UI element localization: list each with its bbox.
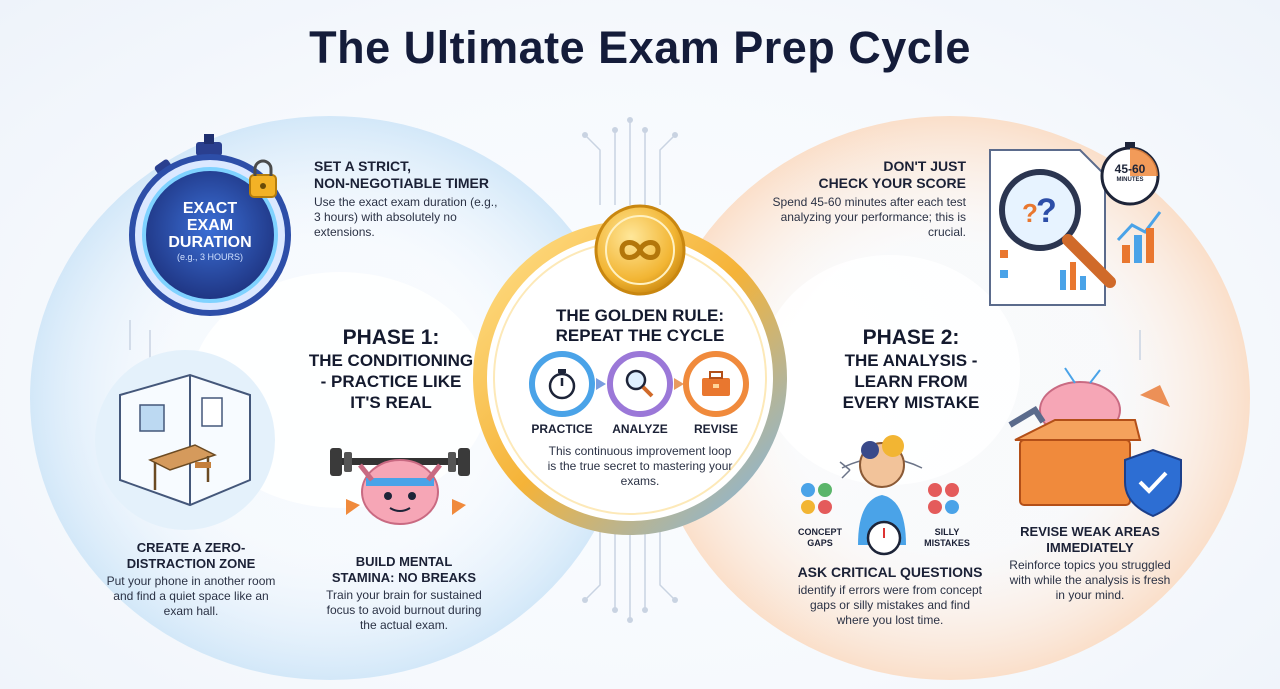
timer-heading-line1: SET A STRICT, [314, 158, 411, 174]
report-magnifier-icon: ? ? [989, 149, 1162, 306]
page-title: The Ultimate Exam Prep Cycle [309, 22, 971, 73]
phase2-line2: THE ANALYSIS - [844, 351, 978, 370]
revise-heading-line1: REVISE WEAK AREAS [1020, 524, 1160, 539]
zone-block: CREATE A ZERO- DISTRACTION ZONE Put your… [96, 540, 286, 619]
zone-heading-line2: DISTRACTION ZONE [126, 556, 256, 571]
magnifier-icon [607, 351, 673, 417]
toolbox-brain-icon [1008, 367, 1142, 506]
weightlifting-brain-icon [330, 448, 470, 525]
clock-icon [1100, 142, 1160, 206]
phase2-line1: PHASE 2: [862, 326, 960, 349]
clock-line1: 45-60 [1114, 162, 1146, 176]
concept-gaps-line1: CONCEPT [797, 527, 842, 537]
timer-face: EXACT EXAM DURATION (e.g., 3 HOURS) [158, 200, 262, 263]
timer-text: Use the exact exam duration (e.g., 3 hou… [314, 195, 498, 239]
silly-mistakes-line1: SILLY [934, 527, 960, 537]
phase2-line4: EVERY MISTAKE [842, 393, 980, 412]
revise-block: REVISE WEAK AREAS IMMEDIATELY Reinforce … [1000, 524, 1180, 603]
stamina-block: BUILD MENTAL STAMINA: NO BREAKS Train yo… [312, 554, 496, 633]
step-practice-label: PRACTICE [531, 422, 593, 436]
questions-text: identify if errors were from concept gap… [797, 583, 983, 627]
room-icon [95, 350, 275, 530]
phase1-line3: - PRACTICE LIKE [320, 372, 462, 391]
score-heading-line1: DON'T JUST [883, 158, 966, 174]
revise-text: Reinforce topics you struggled with whil… [1009, 558, 1171, 602]
phase1-line2: THE CONDITIONING [308, 351, 474, 370]
stamina-heading-line1: BUILD MENTAL [355, 554, 453, 569]
revise-heading-line2: IMMEDIATELY [1046, 540, 1134, 555]
golden-rule-title: THE GOLDEN RULE: REPEAT THE CYCLE [520, 306, 760, 346]
score-block: DON'T JUST CHECK YOUR SCORE Spend 45-60 … [770, 158, 966, 240]
questions-block: ASK CRITICAL QUESTIONS identify if error… [780, 564, 1000, 628]
stopwatch-icon [129, 134, 291, 316]
phase1-line1: PHASE 1: [342, 326, 440, 349]
phase1-line4: IT'S REAL [350, 393, 432, 412]
svg-text:?: ? [1036, 192, 1057, 230]
score-heading-line2: CHECK YOUR SCORE [818, 175, 966, 191]
clock-label: 45-60 MINUTES [1104, 163, 1156, 184]
questions-heading: ASK CRITICAL QUESTIONS [797, 564, 983, 580]
golden-heading-line1: THE GOLDEN RULE: [555, 306, 725, 325]
clock-line2: MINUTES [1116, 177, 1144, 183]
shield-check-icon [1124, 448, 1182, 518]
zone-heading-line1: CREATE A ZERO- [136, 540, 246, 555]
stopwatch-small-icon [529, 351, 595, 417]
concept-gaps-label: CONCEPT GAPS [790, 527, 850, 549]
timer-heading-line2: NON-NEGOTIABLE TIMER [314, 175, 489, 191]
svg-text:?: ? [1022, 198, 1038, 228]
timer-face-line2: EXAM [186, 217, 234, 234]
infinity-coin-icon [594, 204, 686, 296]
stamina-text: Train your brain for sustained focus to … [326, 588, 482, 632]
phase1-title: PHASE 1: THE CONDITIONING - PRACTICE LIK… [296, 325, 486, 413]
concept-gaps-line2: GAPS [807, 538, 833, 548]
golden-text: This continuous improvement loop is the … [547, 444, 733, 488]
zone-text: Put your phone in another room and find … [106, 574, 276, 618]
step-analyze-label: ANALYZE [612, 422, 668, 436]
phase2-line3: LEARN FROM [854, 372, 968, 391]
person-gears-icon [801, 435, 959, 556]
silly-mistakes-label: SILLY MISTAKES [915, 527, 979, 549]
score-text: Spend 45-60 minutes after each test anal… [772, 195, 966, 239]
timer-face-line3: DURATION [168, 234, 252, 251]
step-revise-label: REVISE [693, 422, 738, 436]
lock-icon [249, 159, 277, 198]
silly-mistakes-line2: MISTAKES [924, 538, 970, 548]
timer-face-line1: EXACT [182, 200, 238, 217]
timer-face-sub: (e.g., 3 HOURS) [176, 252, 243, 262]
stamina-heading-line2: STAMINA: NO BREAKS [331, 570, 477, 585]
phase2-title: PHASE 2: THE ANALYSIS - LEARN FROM EVERY… [806, 325, 1016, 413]
toolbox-icon [683, 351, 749, 417]
timer-block: SET A STRICT, NON-NEGOTIABLE TIMER Use t… [314, 158, 524, 240]
golden-heading-line2: REPEAT THE CYCLE [555, 326, 725, 345]
